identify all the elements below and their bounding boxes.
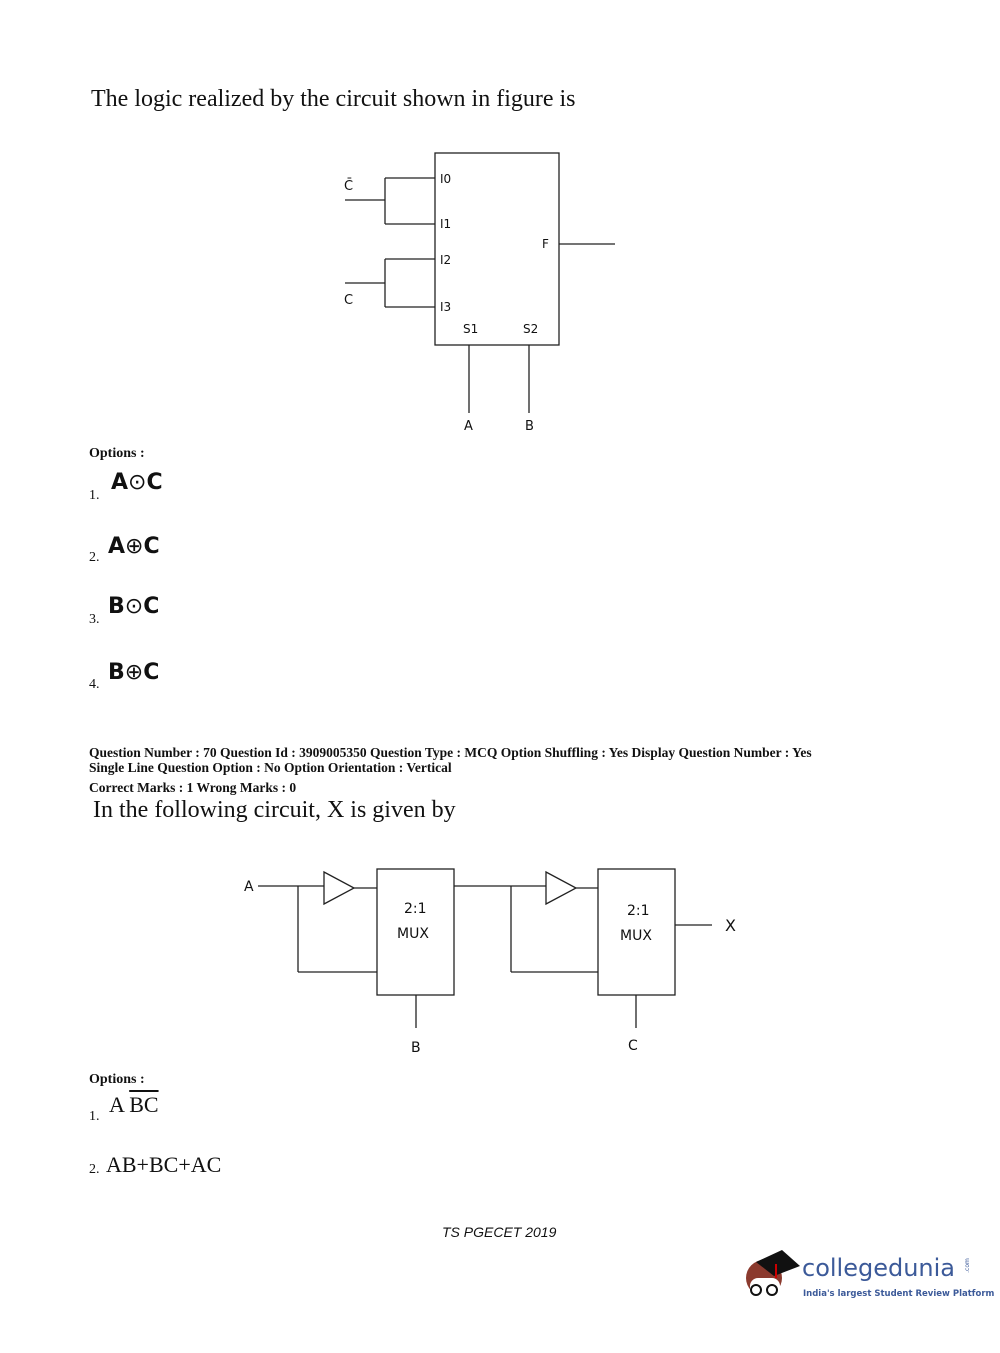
option-1-num: 1. xyxy=(89,488,100,503)
options-label: Options : xyxy=(89,446,145,461)
xor-symbol: ⊕ xyxy=(125,534,144,559)
pin-i1: I1 xyxy=(440,217,451,231)
mux1-label: 2:1 xyxy=(404,901,427,917)
option-1-num: 1. xyxy=(89,1109,100,1124)
collegedunia-logo: collegedunia .com India's largest Studen… xyxy=(742,1248,994,1308)
question-meta-2: Single Line Question Option : No Option … xyxy=(89,760,452,775)
operand: A xyxy=(108,534,126,559)
option-text: A xyxy=(109,1092,130,1117)
logo-tagline: India's largest Student Review Platform xyxy=(803,1289,995,1299)
option-2-num: 2. xyxy=(89,550,100,565)
mux-4to1-diagram: C̄ C I0 I1 I2 I3 S1 S2 F A B xyxy=(344,152,615,434)
mux2-label: 2:1 xyxy=(627,903,650,919)
operand: C xyxy=(143,534,160,559)
option-text: AB+BC+AC xyxy=(106,1152,222,1177)
operand: B xyxy=(108,660,125,685)
select-b: B xyxy=(525,419,534,434)
pin-f: F xyxy=(542,237,549,251)
marks: Correct Marks : 1 Wrong Marks : 0 xyxy=(89,780,297,795)
mux-chain-diagram: A 2:1 MUX 2:1 MUX B C X xyxy=(244,868,736,1056)
pin-i0: I0 xyxy=(440,172,451,186)
footer-exam: TS PGECET 2019 xyxy=(442,1224,557,1240)
pin-i3: I3 xyxy=(440,300,451,314)
operand: A xyxy=(111,470,129,495)
operand: C xyxy=(146,470,163,495)
option-2[interactable]: AB+BC+AC xyxy=(106,1152,221,1178)
operand: B xyxy=(108,594,125,619)
xor-symbol: ⊕ xyxy=(124,660,144,685)
select-c: C xyxy=(628,1038,638,1054)
input-c: C xyxy=(344,293,353,308)
option-4[interactable]: B⊕C xyxy=(108,660,159,685)
question-meta-1: Question Number : 70 Question Id : 39090… xyxy=(89,745,812,760)
output-x: X xyxy=(725,916,736,935)
option-1[interactable]: A⊙C xyxy=(111,470,163,495)
question-text: In the following circuit, X is given by xyxy=(93,797,456,823)
question-text: The logic realized by the circuit shown … xyxy=(91,86,576,112)
option-3-num: 3. xyxy=(89,612,100,627)
option-4-num: 4. xyxy=(89,677,100,692)
pin-s2: S2 xyxy=(523,322,538,336)
xnor-symbol: ⊙ xyxy=(128,470,147,495)
pin-i2: I2 xyxy=(440,253,451,267)
operand: C xyxy=(143,594,160,619)
option-1[interactable]: A BC xyxy=(109,1092,159,1118)
select-a: A xyxy=(464,419,473,434)
xnor-symbol: ⊙ xyxy=(124,594,144,619)
option-2-num: 2. xyxy=(89,1162,100,1177)
options-label: Options : xyxy=(89,1072,145,1087)
mux1-label: MUX xyxy=(397,926,429,942)
select-b: B xyxy=(411,1040,421,1056)
option-2[interactable]: A⊕C xyxy=(108,534,160,559)
input-c-bar: C̄ xyxy=(344,179,353,194)
option-text-complement: BC xyxy=(129,1092,159,1117)
option-3[interactable]: B⊙C xyxy=(108,594,159,619)
logo-suffix: .com xyxy=(963,1258,971,1273)
logo-name: collegedunia xyxy=(802,1254,956,1282)
mux2-label: MUX xyxy=(620,928,652,944)
operand: C xyxy=(143,660,160,685)
mascot-icon xyxy=(746,1250,800,1300)
pin-s1: S1 xyxy=(463,322,478,336)
input-a: A xyxy=(244,879,254,895)
